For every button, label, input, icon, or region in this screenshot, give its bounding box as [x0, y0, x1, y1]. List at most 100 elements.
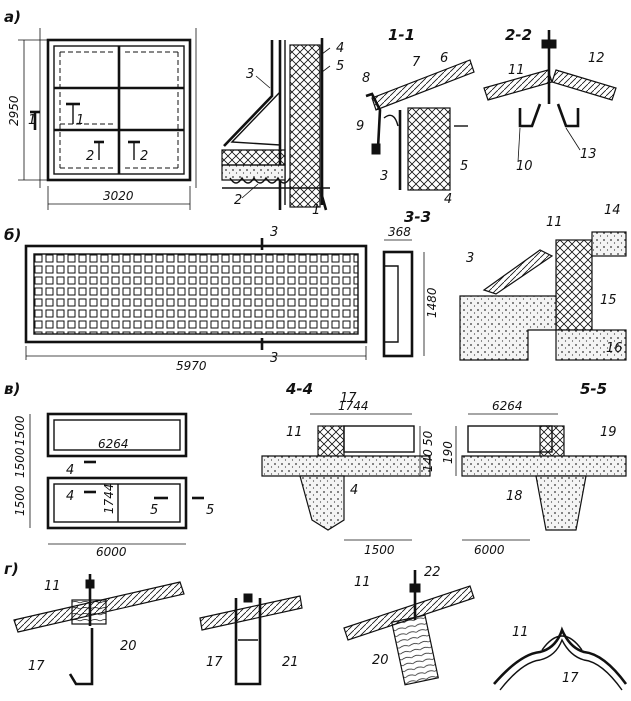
fastener-detail-4: 11 17	[493, 625, 628, 691]
svg-text:9: 9	[356, 119, 364, 134]
svg-text:17: 17	[28, 659, 45, 674]
insulation-block	[289, 44, 321, 208]
svg-text:7: 7	[412, 55, 421, 70]
cut-mark-3: 3 3	[260, 225, 278, 366]
svg-text:3: 3	[380, 169, 388, 184]
dim-v-bottom-width: 6000	[96, 545, 127, 559]
cut-mark-5: 5 5	[150, 496, 214, 518]
svg-text:17: 17	[206, 655, 223, 670]
section-5-5: 5-5 6264 190 6000 19 18	[441, 380, 627, 557]
svg-text:6264: 6264	[492, 399, 523, 413]
svg-text:190: 190	[441, 441, 455, 464]
fastener-detail-2: 17 21	[199, 593, 303, 686]
dim-a-width: 3020	[103, 189, 134, 203]
svg-text:11: 11	[354, 575, 371, 590]
section-title-2-2: 2-2	[505, 26, 532, 44]
svg-text:11: 11	[546, 215, 563, 230]
svg-text:6000: 6000	[474, 543, 505, 557]
section-2-2: 2-2 11 12 10 13	[483, 26, 617, 174]
section-a: а) 2950 3020	[4, 8, 617, 226]
section-title-5-5: 5-5	[580, 380, 607, 398]
callout-3: 3	[246, 67, 254, 82]
dim-a-height: 2950	[7, 95, 21, 126]
svg-text:4: 4	[444, 192, 452, 207]
svg-text:11: 11	[508, 63, 525, 78]
dim-v-inner: 1744	[102, 483, 116, 514]
svg-text:2: 2	[86, 149, 94, 164]
svg-text:21: 21	[282, 655, 299, 670]
fastener-detail-1: 11 20 17	[13, 574, 185, 686]
junction-detail-b: 11 14 3 15 16	[459, 203, 627, 361]
svg-text:11: 11	[286, 425, 303, 440]
skylight-plan-v: 6264 1744 1500 1500 1500 6000 4 4 5 5	[13, 412, 214, 559]
svg-text:11: 11	[512, 625, 529, 640]
upstand-detail-a: 4 5 3 2 1	[221, 38, 344, 218]
section-g-label: г)	[4, 560, 19, 578]
section-a-label: а)	[4, 8, 21, 26]
cut-mark-2: 2 2	[86, 140, 148, 164]
svg-text:19: 19	[600, 425, 617, 440]
svg-text:1500: 1500	[13, 485, 27, 516]
fastener-detail-3: 11 22 20	[343, 565, 475, 686]
section-4-4: 4-4 1744 50 140 1500 11 17 4	[261, 380, 435, 557]
svg-text:17: 17	[562, 671, 579, 686]
svg-text:4: 4	[66, 463, 74, 478]
svg-text:5: 5	[206, 503, 214, 518]
section-1-1: 1-1 8 7 6 9 3 5 4 3-3	[356, 26, 475, 226]
section-b-label: б)	[4, 226, 21, 244]
svg-text:13: 13	[580, 147, 597, 162]
svg-text:12: 12	[588, 51, 605, 66]
section-g: г) 11 20 17 17 21 11 22 20	[4, 560, 628, 691]
svg-text:10: 10	[516, 159, 533, 174]
section-v: в) 6264 1744 1500 1500 1500 6000 4 4	[4, 380, 627, 559]
svg-text:11: 11	[44, 579, 61, 594]
svg-text:140: 140	[421, 449, 435, 472]
svg-text:3: 3	[270, 351, 278, 366]
cut-mark-4: 4 4	[66, 460, 96, 504]
svg-text:1: 1	[28, 113, 36, 128]
dim-b-depth: 368	[388, 225, 411, 239]
svg-text:4: 4	[66, 489, 74, 504]
section-b: б) 5970 3 3 368 1480	[4, 203, 627, 373]
skylight-frame	[46, 38, 192, 182]
svg-text:6: 6	[440, 51, 448, 66]
svg-text:14: 14	[604, 203, 621, 218]
svg-text:17: 17	[340, 391, 357, 406]
glazing-panel-1-1	[371, 59, 475, 111]
svg-text:1744: 1744	[338, 399, 369, 413]
dim-b-length: 5970	[176, 359, 207, 373]
svg-text:2: 2	[140, 149, 148, 164]
svg-text:5: 5	[460, 159, 468, 174]
svg-text:1500: 1500	[13, 447, 27, 478]
svg-text:50: 50	[421, 430, 435, 446]
callout-1: 1	[312, 203, 320, 218]
callout-5: 5	[336, 59, 344, 74]
svg-text:4: 4	[350, 483, 358, 498]
dim-v-top-width: 6264	[98, 437, 129, 451]
svg-text:3: 3	[270, 225, 278, 240]
svg-text:15: 15	[600, 293, 617, 308]
svg-text:3: 3	[466, 251, 474, 266]
lattice-grid	[33, 253, 359, 335]
svg-text:1: 1	[76, 113, 84, 128]
svg-text:1500: 1500	[13, 415, 27, 446]
callout-4: 4	[336, 41, 344, 56]
svg-text:16: 16	[606, 341, 623, 356]
svg-text:22: 22	[424, 565, 441, 580]
section-title-4-4: 4-4	[285, 380, 313, 398]
dim-b-height: 1480	[425, 287, 439, 318]
svg-text:8: 8	[362, 71, 370, 86]
skylight-plan-a: 2950 3020 1 1 2 2	[7, 28, 197, 210]
section-v-label: в)	[4, 380, 20, 398]
svg-text:18: 18	[506, 489, 523, 504]
svg-text:5: 5	[150, 503, 158, 518]
section-title-3-3: 3-3	[404, 208, 431, 226]
svg-text:20: 20	[120, 639, 137, 654]
cut-mark-1: 1 1	[28, 102, 84, 130]
profile-b: 368 1480	[382, 225, 439, 358]
svg-text:1500: 1500	[364, 543, 395, 557]
skylight-plan-b: 5970 3 3	[24, 225, 368, 373]
callout-2: 2	[234, 193, 242, 208]
